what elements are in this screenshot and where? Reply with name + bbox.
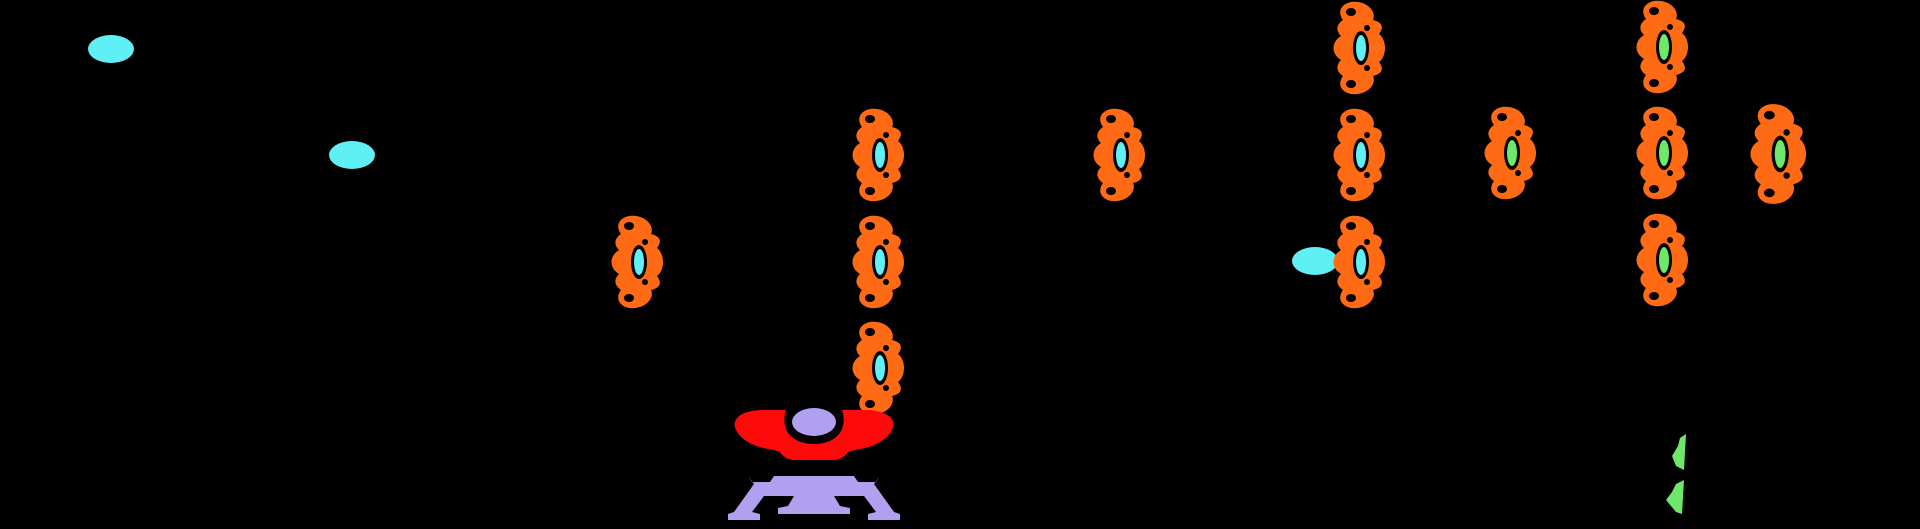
alien-invader-icon xyxy=(1636,106,1688,200)
bullet-icon xyxy=(329,141,375,169)
alien-invader-icon xyxy=(852,321,904,415)
alien-invader-icon xyxy=(1484,106,1536,200)
alien-invader-icon xyxy=(1333,215,1385,309)
alien-invader-icon xyxy=(852,215,904,309)
alien-invader-icon xyxy=(1636,213,1688,307)
bullet-icon xyxy=(88,35,134,63)
enemy-shot-icon xyxy=(1672,434,1686,470)
player-ship-icon[interactable] xyxy=(728,408,900,520)
alien-invader-icon xyxy=(1333,1,1385,95)
alien-invader-icon xyxy=(1636,0,1688,94)
enemy-shot-icon xyxy=(1666,480,1684,514)
alien-invader-icon xyxy=(1333,108,1385,202)
alien-invader-icon xyxy=(1750,104,1807,204)
alien-invader-icon xyxy=(611,215,663,309)
alien-invader-icon xyxy=(852,108,904,202)
alien-invader-icon xyxy=(1093,108,1145,202)
bullet-icon xyxy=(1292,247,1338,275)
